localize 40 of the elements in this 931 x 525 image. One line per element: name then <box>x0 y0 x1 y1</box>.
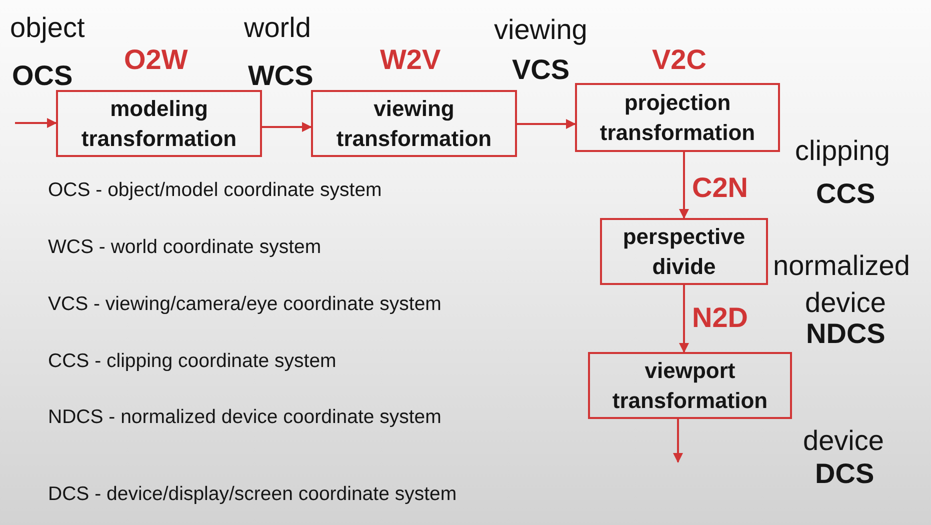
system-abbreviation: DCS <box>815 458 874 490</box>
transform-code: O2W <box>124 44 188 76</box>
system-name: clipping <box>795 135 890 167</box>
system-name: viewing <box>494 14 588 46</box>
system-abbreviation: OCS <box>12 60 73 92</box>
system-abbreviation: NDCS <box>806 318 886 350</box>
system-abbreviation: VCS <box>512 54 570 86</box>
arrow <box>15 118 57 128</box>
arrow <box>679 152 689 219</box>
system-name: world <box>244 12 311 44</box>
definition-text: DCS - device/display/screen coordinate system <box>48 484 458 504</box>
process-box <box>588 352 792 419</box>
definition-text: CCS - clipping coordinate system <box>48 351 338 372</box>
process-box <box>311 90 517 157</box>
definition-text: VCS - viewing/camera/eye coordinate system <box>48 294 442 314</box>
box-label: perspective divide <box>622 222 746 280</box>
box-label: viewport transformation <box>611 356 769 414</box>
process-box <box>56 90 262 157</box>
process-box <box>600 218 768 285</box>
definition-text: NDCS - normalized device coordinate system <box>48 407 442 428</box>
definition-text: WCS - world coordinate system <box>48 237 322 258</box>
arrow <box>673 419 683 463</box>
arrow <box>517 119 576 129</box>
system-abbreviation: WCS <box>248 60 314 92</box>
system-name: normalized <box>773 250 910 282</box>
arrow <box>262 122 312 132</box>
system-name: device <box>805 287 886 319</box>
system-name: device <box>803 425 884 457</box>
definition-text: OCS - object/model coordinate system <box>48 180 383 200</box>
system-abbreviation: CCS <box>816 178 876 210</box>
arrow <box>679 285 689 353</box>
edge-label: C2N <box>692 172 748 204</box>
box-label: modeling transformation <box>80 94 238 152</box>
edge-label: N2D <box>692 302 748 334</box>
transform-code: V2C <box>652 44 706 76</box>
process-box <box>575 83 780 152</box>
box-label: viewing transformation <box>335 94 493 152</box>
box-label: projection transformation <box>598 88 756 146</box>
system-name: object <box>10 12 85 44</box>
transform-code: W2V <box>380 44 441 76</box>
